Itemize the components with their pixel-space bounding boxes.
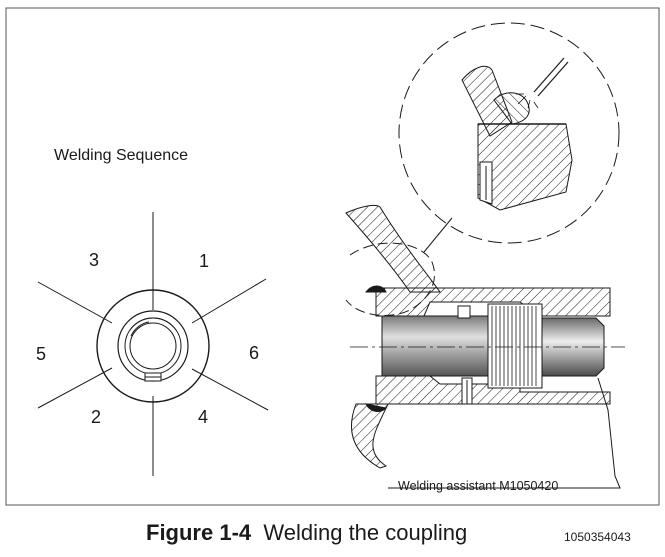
thread-region	[487, 303, 543, 389]
sequence-number-5: 5	[36, 344, 47, 364]
document-id: 1050354043	[564, 530, 631, 544]
welding-assistant-label: Welding assistant M1050420	[398, 479, 559, 493]
ray-upper-right	[191, 278, 267, 324]
sequence-number-1: 1	[199, 251, 210, 271]
sequence-number-3: 3	[89, 250, 100, 270]
weld-bead-lower	[365, 403, 388, 412]
sequence-number-2: 2	[91, 407, 102, 427]
figure-caption-text: Welding the coupling	[263, 520, 468, 545]
detail-view	[398, 22, 620, 244]
figure-frame	[5, 7, 660, 506]
coupling-inner-ring	[117, 310, 189, 382]
thread-lines	[491, 306, 537, 386]
weld-bead-upper	[364, 285, 387, 293]
ray-upper-left	[37, 281, 113, 324]
figure-number: Figure 1-4	[146, 520, 252, 545]
coupling-bore-section	[381, 315, 493, 377]
detail-marker	[345, 242, 435, 316]
pin-upper	[457, 305, 471, 319]
welding-assistant-plug	[541, 317, 605, 377]
figure-caption: Figure 1-4 Welding the coupling	[146, 520, 467, 546]
detail-leader	[423, 217, 453, 253]
detail-torch	[537, 61, 569, 97]
sequence-title: Welding Sequence	[54, 147, 189, 164]
detail-weld	[493, 92, 530, 125]
coupling-body-lower	[375, 375, 611, 405]
ray-lower-right	[191, 368, 269, 411]
sequence-diagram	[37, 212, 269, 476]
tank-wall-lower	[350, 403, 389, 469]
tank-wall-upper	[345, 204, 441, 293]
sequence-number-6: 6	[249, 343, 260, 363]
ray-lower-left	[37, 367, 113, 409]
coupling-bore	[129, 322, 177, 370]
detail-sparks	[516, 93, 539, 109]
detail-circle	[398, 22, 620, 244]
section-view	[345, 204, 625, 489]
label-leader	[388, 377, 621, 489]
sequence-number-4: 4	[198, 407, 209, 427]
